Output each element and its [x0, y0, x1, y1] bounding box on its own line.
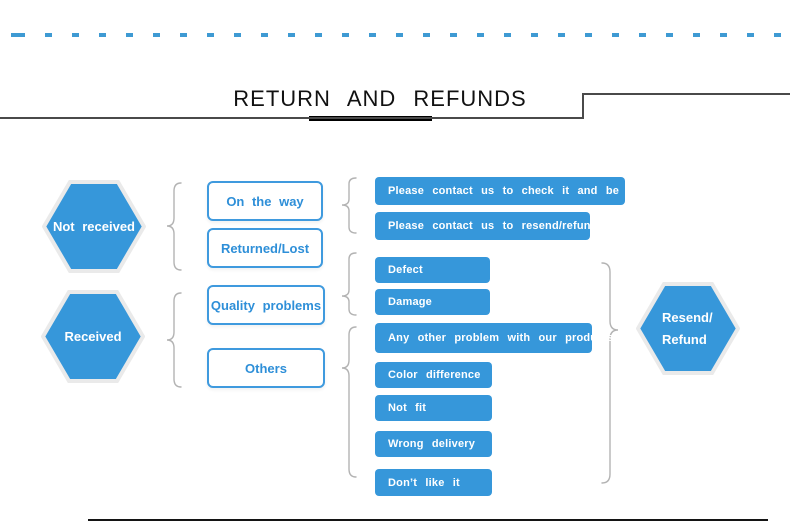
hexagon-label: Received [64, 329, 122, 344]
page-title: RETURN AND REFUNDS [233, 86, 527, 111]
outcome-wrong-delivery: Wrong delivery [375, 431, 492, 457]
outcome-check-and-be-patient: Please contact us to check it and be pat… [375, 177, 665, 205]
hexagon-shape [42, 180, 146, 273]
hexagon-label: Resend/ Refund [662, 307, 713, 351]
brace-others [341, 326, 357, 478]
hexagon-shape [41, 290, 145, 383]
category-returned-lost: Returned/Lost [207, 228, 323, 268]
hexagon-shape [636, 282, 740, 375]
category-quality-problems: Quality problems [207, 285, 325, 325]
brace-not-received [166, 182, 182, 271]
outcome-defect: Defect [375, 257, 490, 283]
outcome-damage: Damage [375, 289, 490, 315]
bottom-rule [88, 519, 768, 521]
header-rule-left [0, 117, 583, 119]
top-dashed-divider [0, 33, 790, 37]
category-on-the-way: On the way [207, 181, 323, 221]
outcome-dont-like-it: Don’t like it [375, 469, 492, 496]
hexagon-not-received: Not received [42, 179, 146, 274]
header-rule-step [582, 93, 584, 119]
hexagon-resend-refund: Resend/ Refund [636, 281, 740, 376]
category-others: Others [207, 348, 325, 388]
outcome-not-fit: Not fit [375, 395, 492, 421]
hexagon-label-line1: Resend/ [662, 309, 713, 325]
hexagon-received: Received [41, 289, 145, 384]
hexagon-label: Not received [52, 219, 136, 234]
brace-resend-refund [601, 262, 619, 484]
brace-received [166, 292, 182, 388]
brace-quality-problems [341, 252, 357, 316]
outcome-any-other-problem: Any other problem with our products [375, 323, 614, 353]
brace-on-the-way [341, 177, 357, 234]
outcome-resend-refund: Please contact us to resend/refund [375, 212, 597, 240]
hexagon-label-line2: Refund [662, 331, 707, 347]
header-rule-right [582, 93, 790, 95]
outcome-color-difference: Color difference [375, 362, 492, 388]
